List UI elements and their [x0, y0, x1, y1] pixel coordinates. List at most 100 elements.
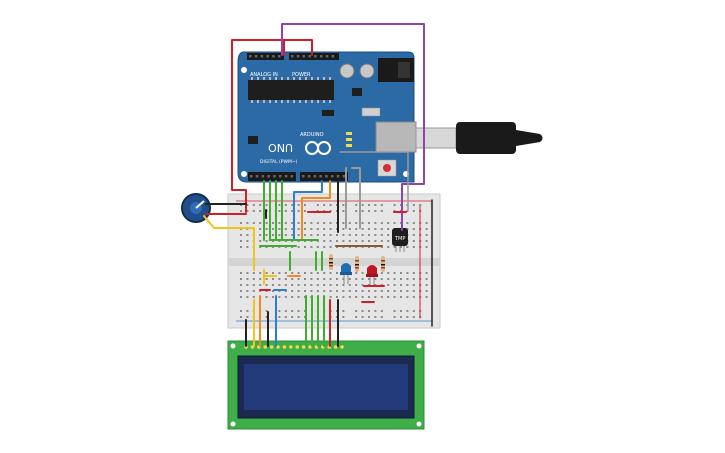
analog-header — [247, 53, 284, 60]
breadboard-hole — [361, 278, 364, 280]
breadboard-hole — [291, 284, 294, 286]
breadboard-hole — [348, 284, 351, 286]
breadboard-hole — [355, 278, 358, 280]
header-hole — [313, 175, 317, 178]
chip-pin — [299, 77, 301, 80]
lcd-pin — [301, 345, 306, 349]
breadboard-hole — [374, 310, 377, 312]
breadboard-hole — [406, 296, 409, 298]
led-blue[interactable] — [340, 263, 352, 284]
chip-pin — [293, 77, 295, 80]
breadboard-hole — [412, 210, 415, 212]
usb-cable[interactable] — [415, 122, 543, 154]
led-red[interactable] — [366, 265, 378, 286]
header-hole — [325, 175, 328, 178]
chip-pin — [323, 77, 325, 80]
breadboard-hole — [278, 210, 281, 212]
breadboard-hole — [240, 222, 242, 224]
wire-gray-long — [339, 151, 409, 211]
breadboard-hole — [278, 284, 281, 286]
breadboard-hole — [278, 228, 281, 230]
lcd-pin — [295, 345, 300, 349]
potentiometer[interactable] — [181, 193, 211, 223]
resistor[interactable] — [355, 256, 359, 272]
breadboard-hole — [342, 228, 345, 230]
breadboard-hole — [342, 204, 345, 206]
breadboard-hole — [278, 204, 281, 206]
resistor[interactable] — [329, 254, 333, 270]
breadboard-hole — [297, 284, 300, 286]
breadboard-hole — [406, 222, 409, 224]
breadboard-hole — [425, 234, 428, 236]
breadboard-hole — [380, 204, 383, 206]
breadboard-hole — [355, 234, 358, 236]
breadboard-hole — [336, 296, 338, 298]
breadboard-hole — [387, 240, 390, 242]
breadboard-hole — [342, 316, 345, 318]
breadboard-hole — [284, 316, 287, 318]
header-hole — [278, 55, 281, 58]
wire-red-5v — [231, 39, 285, 213]
breadboard-hole — [278, 234, 281, 236]
header-hole — [302, 55, 306, 58]
breadboard-hole — [380, 290, 383, 292]
breadboard-hole — [380, 272, 383, 274]
breadboard-hole — [393, 272, 396, 274]
breadboard-hole — [297, 316, 300, 318]
header-hole — [319, 175, 322, 178]
breadboard-hole — [348, 278, 351, 280]
breadboard-hole — [240, 210, 242, 212]
chip-pin — [317, 77, 319, 80]
header-hole — [302, 175, 305, 178]
chip-pin — [263, 77, 265, 80]
arduino-uno-board[interactable]: ANALOG IN POWER UNO ARDUINO DIGITAL — [237, 51, 417, 183]
breadboard-hole — [412, 284, 415, 286]
breadboard-hole — [425, 246, 428, 248]
wire-blue — [293, 180, 323, 241]
breadboard-hole — [380, 316, 383, 318]
breadboard-hole — [387, 228, 390, 230]
breadboard-hole — [348, 228, 351, 230]
center-channel — [228, 258, 440, 266]
breadboard-hole — [252, 296, 255, 298]
breadboard-hole — [348, 222, 351, 224]
breadboard-hole — [265, 234, 268, 236]
breadboard-hole — [323, 246, 326, 248]
chip-pin — [323, 100, 325, 103]
breadboard-hole — [316, 222, 319, 224]
breadboard-hole — [316, 272, 319, 274]
breadboard-hole — [284, 272, 287, 274]
wire-yellow-pot — [203, 215, 255, 271]
power-label: POWER — [292, 72, 311, 78]
led-tx — [346, 132, 352, 135]
breadboard-hole — [323, 222, 326, 224]
breadboard-hole — [246, 234, 249, 236]
mount-hole — [241, 67, 247, 73]
breadboard-hole — [361, 228, 364, 230]
breadboard-hole — [374, 290, 377, 292]
breadboard-hole — [425, 284, 428, 286]
breadboard-hole — [406, 284, 409, 286]
breadboard-hole — [387, 222, 390, 224]
breadboard-hole — [316, 234, 319, 236]
breadboard-hole — [368, 296, 370, 298]
breadboard-hole — [323, 228, 326, 230]
breadboard-hole — [387, 296, 390, 298]
breadboard-hole — [336, 284, 338, 286]
breadboard-hole — [323, 284, 326, 286]
breadboard-hole — [240, 278, 242, 280]
breadboard-hole — [387, 278, 390, 280]
breadboard-hole — [361, 290, 364, 292]
chip-pin — [275, 77, 277, 80]
arduino-logo — [305, 141, 331, 155]
temperature-sensor[interactable]: TMP — [392, 228, 408, 252]
lcd-display-16x2[interactable] — [227, 340, 425, 430]
breadboard-hole — [368, 310, 370, 312]
breadboard-hole — [336, 234, 338, 236]
breadboard-hole — [284, 284, 287, 286]
breadboard-hole — [291, 296, 294, 298]
breadboard-hole — [246, 246, 249, 248]
resistor[interactable] — [381, 256, 385, 272]
microcontroller-chip — [248, 80, 334, 100]
breadboard-hole — [393, 310, 396, 312]
